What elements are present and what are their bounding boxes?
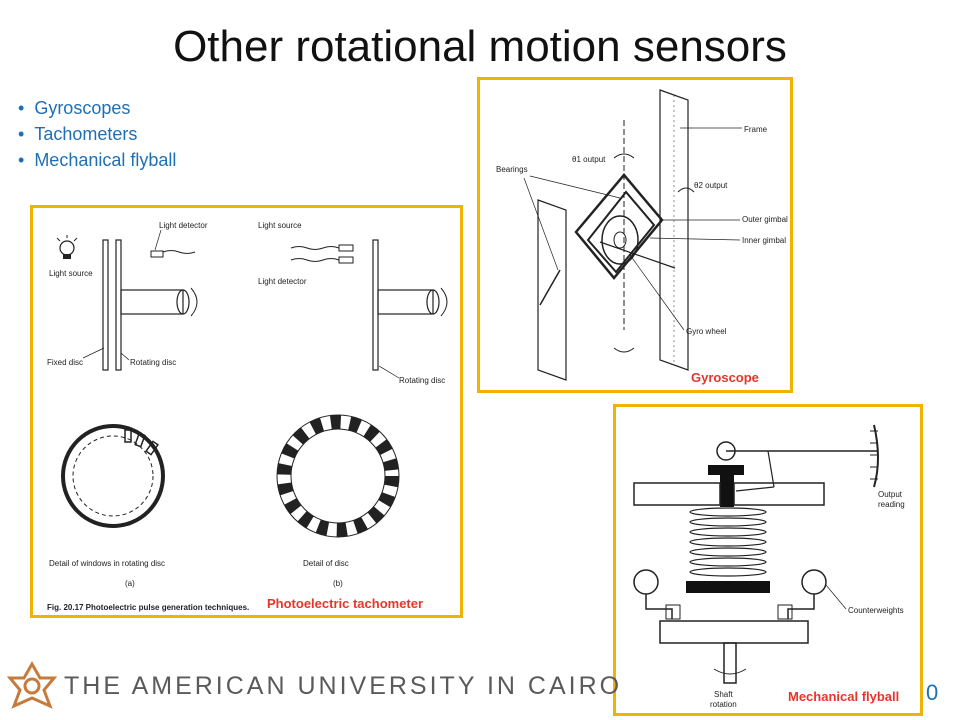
slide-number: 0 xyxy=(926,680,939,705)
label-inner-gimbal: Inner gimbal xyxy=(742,236,786,245)
spring xyxy=(689,507,767,577)
label-detail-windows: Detail of windows in rotating disc xyxy=(49,559,165,568)
label-output-reading-1: Output xyxy=(878,490,903,499)
gyroscope-diagram: Frame Bearings θ1 output θ2 output Outer… xyxy=(496,89,788,381)
label-gyro-wheel: Gyro wheel xyxy=(686,327,727,336)
label-detail-disc: Detail of disc xyxy=(303,559,349,568)
frame-right xyxy=(659,89,689,371)
frame-left xyxy=(537,199,567,381)
bullet-list: Gyroscopes Tachometers Mechanical flybal… xyxy=(18,95,176,173)
label-output-reading-2: reading xyxy=(878,500,905,509)
label-frame: Frame xyxy=(744,125,768,134)
sleeve-top xyxy=(708,465,744,475)
label-counterweights: Counterweights xyxy=(848,606,904,615)
fixed-disc xyxy=(102,239,109,371)
label-fixed-disc: Fixed disc xyxy=(47,358,83,367)
tachometer-figure: Light source Light detector Fixed disc R… xyxy=(30,205,463,618)
flyball-diagram: Output reading Counterweights xyxy=(633,424,905,709)
shaft xyxy=(120,289,184,315)
light-bulb-icon xyxy=(56,235,78,259)
label-light-detector-b: Light detector xyxy=(258,277,307,286)
gyroscope-figure: Frame Bearings θ1 output θ2 output Outer… xyxy=(477,77,793,393)
label-shaft-2: rotation xyxy=(710,700,737,709)
tachometer-diagram: Light source Light detector Fixed disc R… xyxy=(47,221,448,612)
auc-logo-icon xyxy=(6,660,58,709)
sleeve-bottom xyxy=(686,581,770,593)
label-rotating-disc-b: Rotating disc xyxy=(399,376,445,385)
figure-caption: Fig. 20.17 Photoelectric pulse generatio… xyxy=(47,603,249,612)
tachometer-caption: Photoelectric tachometer xyxy=(267,596,424,611)
label-sub-a: (a) xyxy=(125,579,135,588)
label-outer-gimbal: Outer gimbal xyxy=(742,215,788,224)
counterweight-left xyxy=(633,569,659,595)
slide-title: Other rotational motion sensors xyxy=(173,22,787,71)
gyroscope-caption: Gyroscope xyxy=(691,370,759,385)
label-light-detector: Light detector xyxy=(159,221,208,230)
institution-name: THE AMERICAN UNIVERSITY IN CAIRO xyxy=(64,672,623,700)
rotating-disc xyxy=(115,239,122,371)
bullet-gyroscopes: Gyroscopes xyxy=(18,95,176,121)
label-theta2-output: θ2 output xyxy=(694,181,728,190)
flyball-figure: Output reading Counterweights xyxy=(613,404,923,716)
label-shaft-1: Shaft xyxy=(714,690,733,699)
label-light-source: Light source xyxy=(49,269,93,278)
bullet-tachometers: Tachometers xyxy=(18,121,176,147)
flyball-caption: Mechanical flyball xyxy=(788,689,900,704)
label-theta1-output: θ1 output xyxy=(572,155,606,164)
label-light-source-b: Light source xyxy=(258,221,302,230)
gyro-wheel xyxy=(601,215,639,265)
bullet-mechanical-flyball: Mechanical flyball xyxy=(18,147,176,173)
label-rotating-disc: Rotating disc xyxy=(130,358,176,367)
counterweight-right xyxy=(801,569,827,595)
label-sub-b: (b) xyxy=(333,579,343,588)
label-bearings: Bearings xyxy=(496,165,528,174)
